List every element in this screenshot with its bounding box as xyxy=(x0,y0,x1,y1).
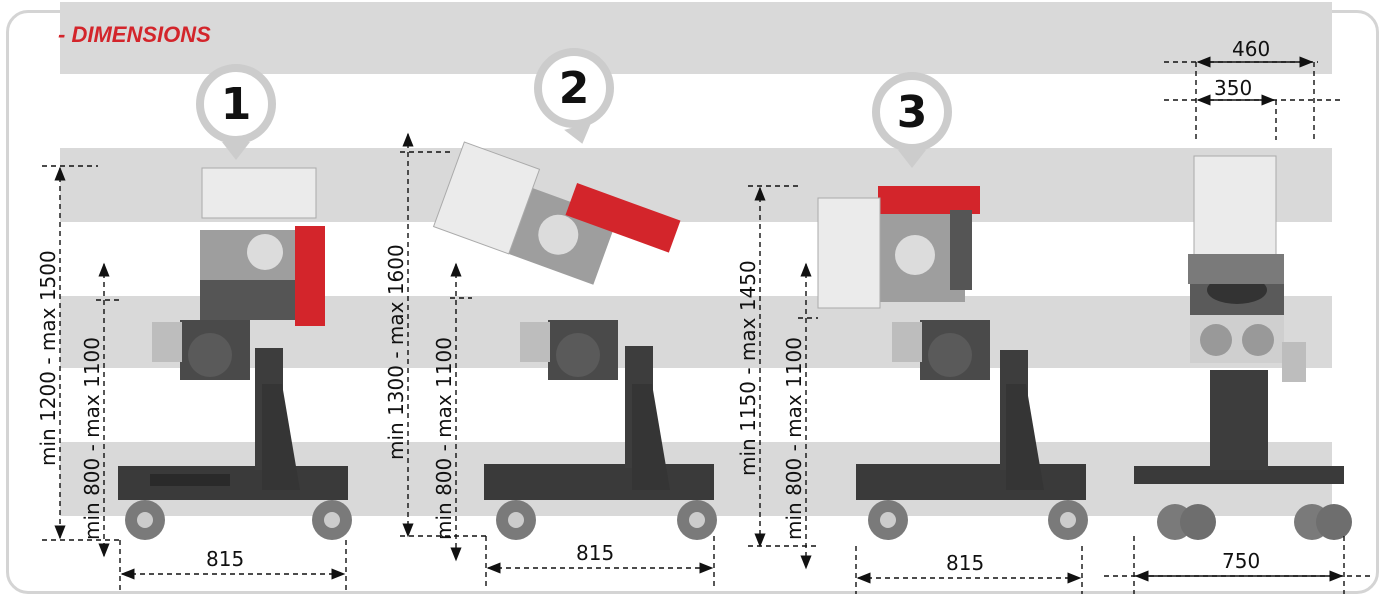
front-width-inner: 350 xyxy=(1214,76,1252,100)
config-2-height-total: min 1300 - max 1600 xyxy=(384,244,408,460)
config-3-width: 815 xyxy=(946,551,984,575)
config-3-height-total: min 1150 - max 1450 xyxy=(736,260,760,476)
config-1-height-total: min 1200 - max 1500 xyxy=(36,250,60,466)
config-1-height-work: min 800 - max 1100 xyxy=(80,337,104,540)
config-3-height-work: min 800 - max 1100 xyxy=(782,337,806,540)
dimension-lines xyxy=(42,56,1372,594)
config-1-number: 1 xyxy=(220,78,252,130)
config-1-badge: 1 xyxy=(196,64,276,160)
config-1-width: 815 xyxy=(206,547,244,571)
config-2-badge: 2 xyxy=(534,48,614,148)
config-3-badge: 3 xyxy=(872,72,952,168)
front-width-base: 750 xyxy=(1222,549,1260,573)
config-2-width: 815 xyxy=(576,541,614,565)
front-width-outer: 460 xyxy=(1232,37,1270,61)
badge-pointer xyxy=(222,142,250,160)
page-title: - DIMENSIONS xyxy=(58,22,211,47)
badge-pointer xyxy=(898,150,926,168)
machine-2-illustration xyxy=(432,141,717,540)
header-band xyxy=(60,2,1332,74)
machine-1-illustration xyxy=(118,167,352,540)
config-2-height-work: min 800 - max 1100 xyxy=(432,337,456,540)
config-3-number: 3 xyxy=(896,86,928,138)
front-view-illustration xyxy=(1134,155,1352,540)
config-2-number: 2 xyxy=(558,62,590,114)
machine-3-illustration xyxy=(817,186,1088,540)
